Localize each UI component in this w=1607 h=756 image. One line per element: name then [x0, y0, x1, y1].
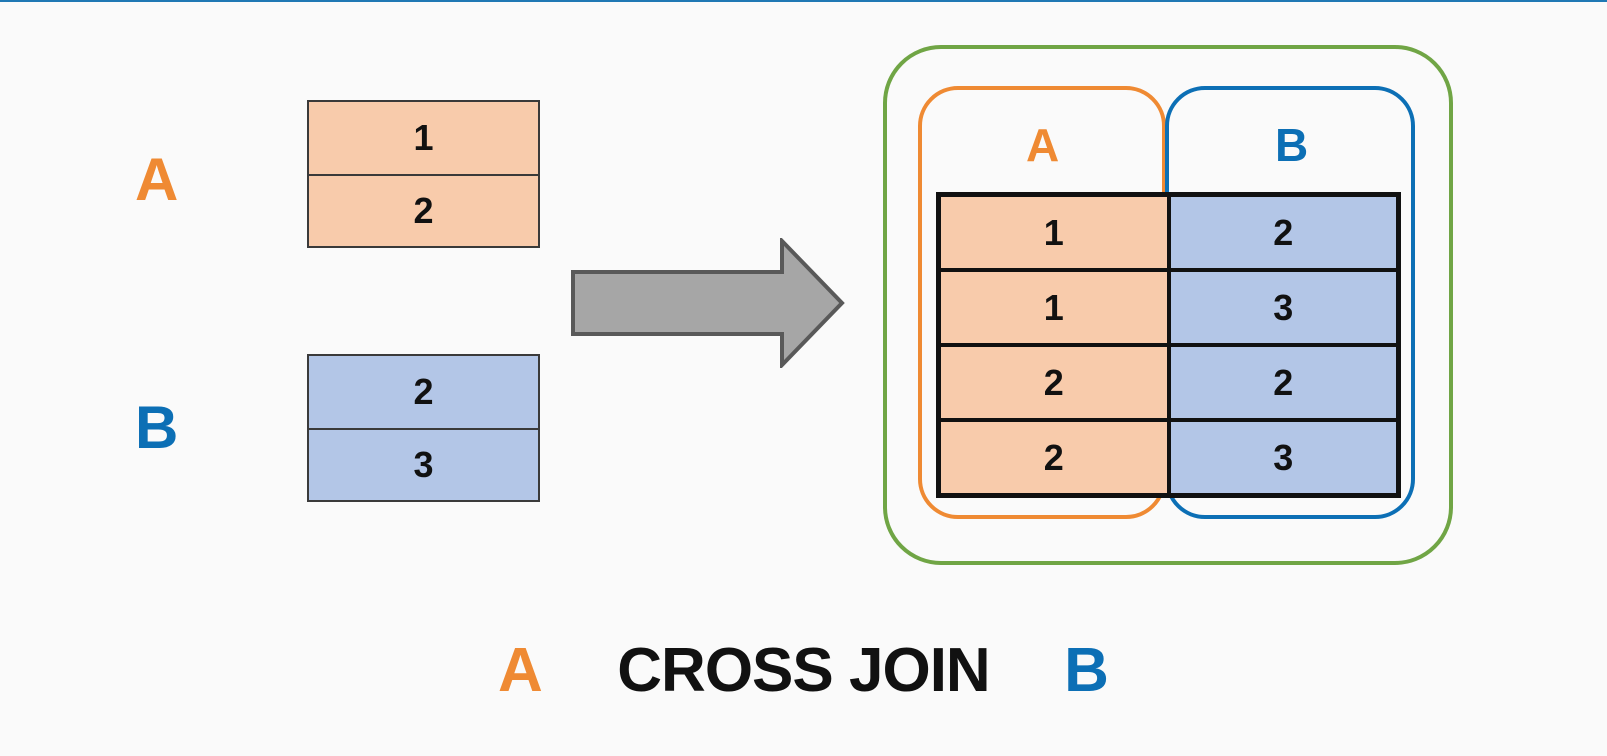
table-b-cell: 2: [309, 356, 538, 428]
table-row: 2 3: [936, 418, 1401, 498]
table-a-cell: 1: [309, 102, 538, 174]
top-rule: [0, 0, 1607, 2]
result-column-b-header: B: [1275, 119, 1309, 171]
right-arrow-icon: [571, 238, 845, 368]
result-group: [883, 45, 1453, 565]
result-cell-b: 3: [1166, 268, 1401, 347]
table-a: 1 2: [307, 100, 540, 248]
table-row: 1 2: [936, 192, 1401, 272]
table-row: 2 2: [936, 343, 1401, 422]
result-cell-a: 2: [936, 343, 1171, 422]
result-cell-a: 1: [936, 268, 1171, 347]
caption: A CROSS JOIN B: [0, 640, 1607, 702]
result-cell-a: 2: [936, 418, 1171, 498]
result-cell-a: 1: [936, 192, 1171, 272]
result-cell-b: 2: [1166, 192, 1401, 272]
table-b: 2 3: [307, 354, 540, 502]
result-table: 1 2 1 3 2 2 2 3: [936, 192, 1401, 498]
result-cell-b: 3: [1166, 418, 1401, 498]
result-column-a-header: A: [1026, 119, 1060, 171]
caption-left: A: [498, 636, 543, 705]
result-cell-b: 2: [1166, 343, 1401, 422]
table-a-cell: 2: [309, 174, 538, 246]
caption-operator: CROSS JOIN: [617, 636, 990, 705]
table-b-cell: 3: [309, 428, 538, 500]
table-a-label: A: [135, 146, 179, 213]
table-row: 1 3: [936, 268, 1401, 347]
table-b-label: B: [135, 394, 179, 461]
caption-right: B: [1064, 636, 1109, 705]
